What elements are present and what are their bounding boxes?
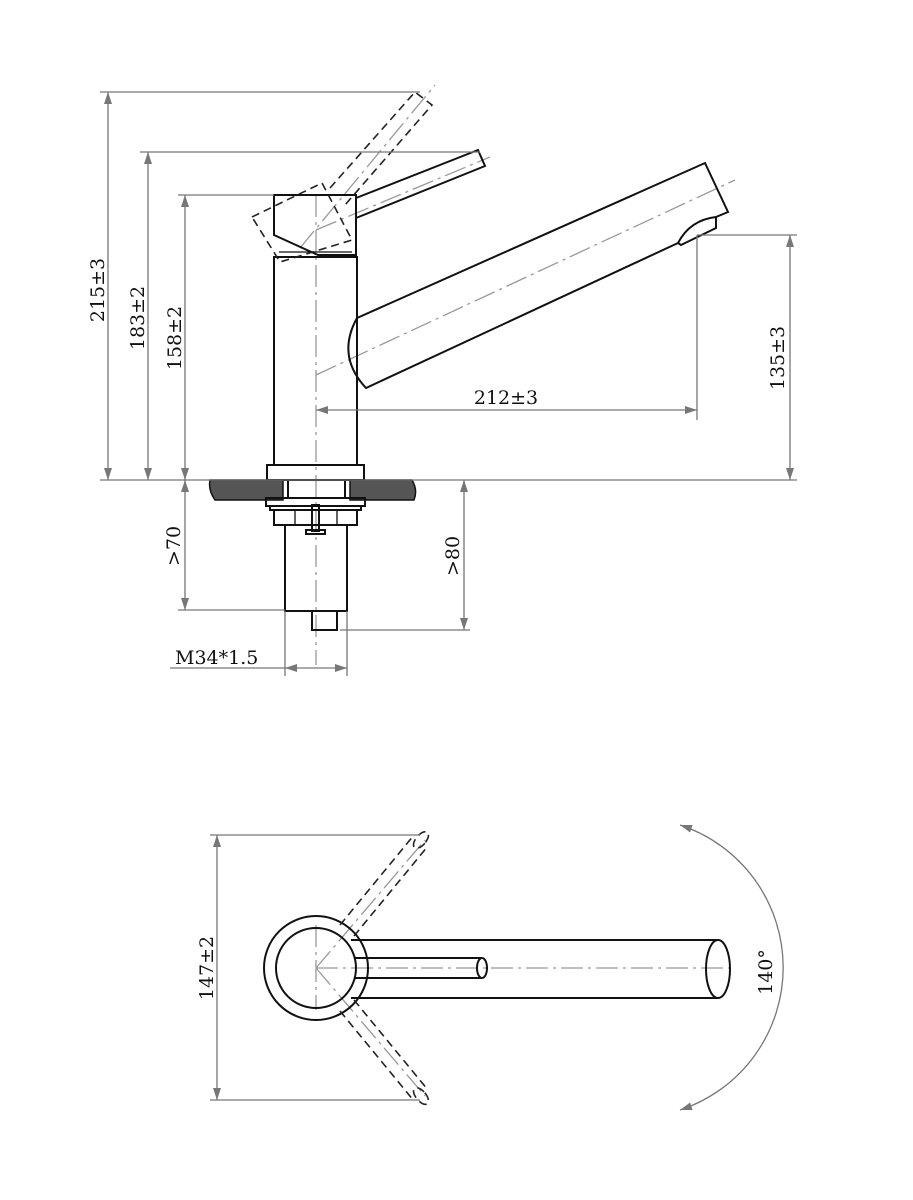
mounting-fitting xyxy=(265,480,366,631)
spout-end xyxy=(705,939,731,999)
body-inner-circle xyxy=(275,927,357,1009)
label-width: 147±2 xyxy=(196,936,218,1000)
body-outer-circle xyxy=(263,915,369,1021)
label-body-height: 158±2 xyxy=(164,306,186,370)
label-rotation: 140° xyxy=(755,949,777,995)
lifted-lever-centerline xyxy=(299,84,436,249)
label-spout-height: 135±3 xyxy=(767,326,789,390)
label-total-height: 215±3 xyxy=(87,258,109,322)
supply-pipe xyxy=(311,610,338,631)
top-lever xyxy=(355,957,482,979)
label-below-80: >80 xyxy=(442,536,464,576)
rotation-arc xyxy=(679,824,784,1111)
aerator xyxy=(676,215,717,247)
label-spout-reach: 212±3 xyxy=(474,387,538,409)
label-below-70: >70 xyxy=(163,526,185,566)
countertop-left xyxy=(208,479,284,501)
top-spout xyxy=(351,939,718,999)
spout-centerline xyxy=(315,179,736,376)
spout xyxy=(347,161,730,390)
handle-lever xyxy=(273,148,487,256)
raised-lever-outline xyxy=(250,90,434,263)
side-view: 215±3 183±2 158±2 135±3 212±3 >70 >80 M3… xyxy=(87,84,797,676)
label-thread: M34*1.5 xyxy=(175,647,258,669)
top-view: 147±2 140° xyxy=(196,824,784,1111)
label-lever-height: 183±2 xyxy=(127,286,149,350)
rotated-lever-outlines xyxy=(339,830,430,1106)
lever-centerline xyxy=(315,156,491,231)
